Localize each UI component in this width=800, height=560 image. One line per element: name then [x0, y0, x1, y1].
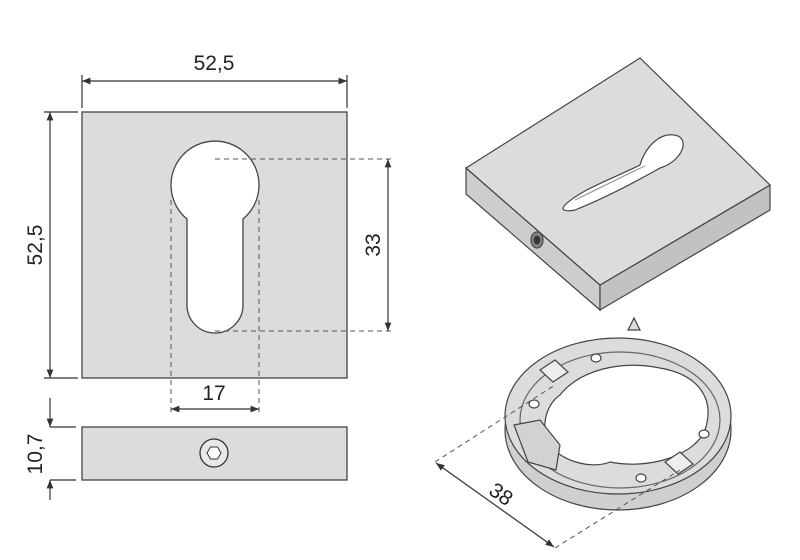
isometric-plate: [464, 57, 771, 312]
hex-screw-icon: [206, 446, 222, 460]
dim-thickness: 10,7: [24, 434, 47, 475]
dim-keyhole-width: 17: [202, 382, 225, 405]
front-view: [81, 111, 392, 412]
dim-ring-diameter: 38: [485, 479, 517, 511]
dim-width: 52,5: [194, 52, 235, 75]
dim-keyhole-height: 33: [362, 233, 385, 256]
side-view: [81, 426, 348, 481]
keyhole: [170, 140, 260, 334]
dim-height: 52,5: [24, 225, 47, 266]
mounting-ring: [504, 316, 732, 511]
